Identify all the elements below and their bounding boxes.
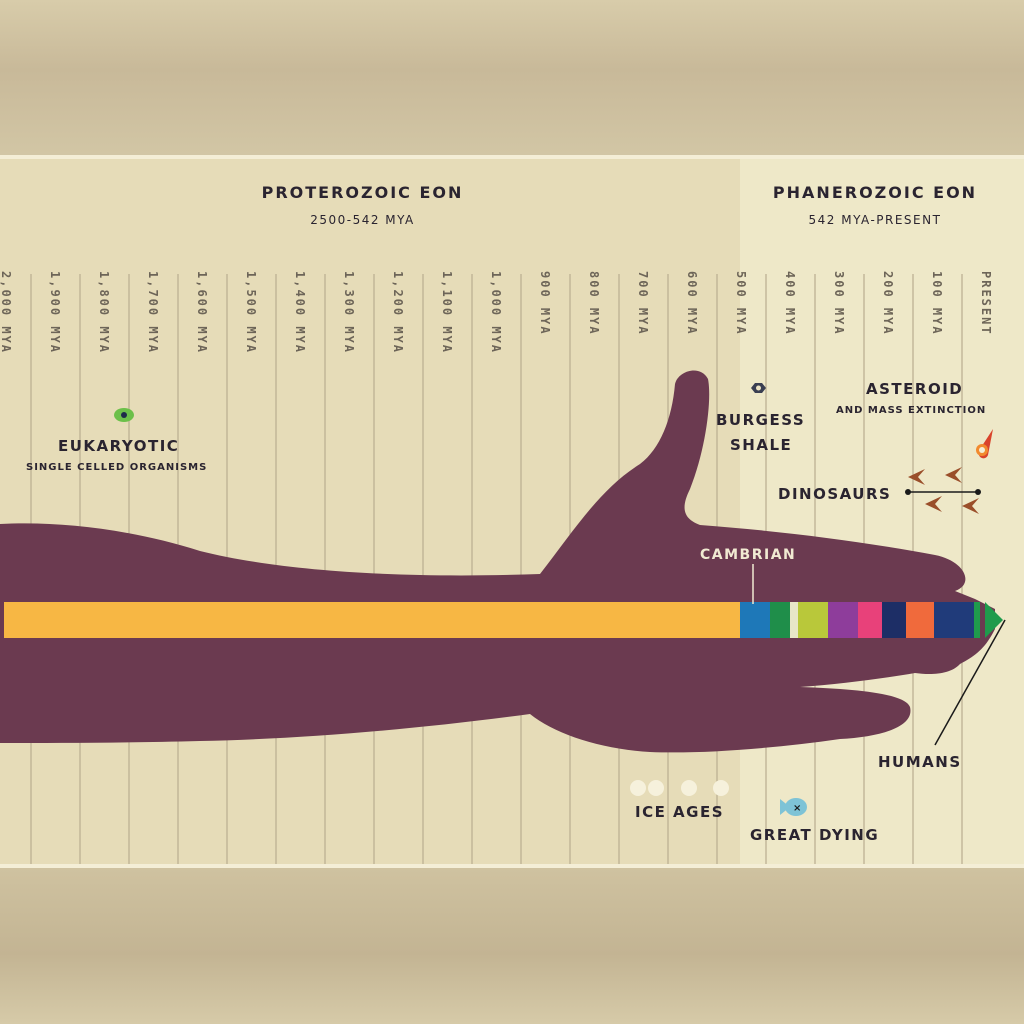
asteroid-icon bbox=[976, 429, 993, 459]
ice-ages-label: ICE AGES bbox=[635, 803, 725, 821]
dinosaurs-label: DINOSAURS bbox=[778, 485, 892, 503]
time-tick-label: 900 MYA bbox=[538, 271, 552, 336]
time-tick-label: 600 MYA bbox=[685, 271, 699, 336]
timeline-infographic: × PROTEROZOIC EON 2500-542 MYA PHANEROZO… bbox=[0, 155, 1024, 868]
phanerozoic-range: 542 MYA-PRESENT bbox=[808, 213, 942, 227]
period-band bbox=[790, 602, 798, 638]
period-band bbox=[740, 602, 770, 638]
time-tick-label: 300 MYA bbox=[832, 271, 846, 336]
time-tick-label: 1,300 MYA bbox=[342, 271, 356, 355]
time-tick-label: 800 MYA bbox=[587, 271, 601, 336]
time-tick-label: 700 MYA bbox=[636, 271, 650, 336]
time-tick-label: 1,000 MYA bbox=[489, 271, 503, 355]
time-tick-label: 400 MYA bbox=[783, 271, 797, 336]
proterozoic-range: 2500-542 MYA bbox=[310, 213, 415, 227]
time-tick-label: 1,800 MYA bbox=[97, 271, 111, 355]
burgess-label-line2: SHALE bbox=[730, 436, 793, 454]
dinosaurs-range-marker bbox=[905, 489, 981, 495]
time-tick-label: 1,400 MYA bbox=[293, 271, 307, 355]
time-tick-label: 100 MYA bbox=[930, 271, 944, 336]
proterozoic-band bbox=[4, 602, 740, 638]
humans-pointer bbox=[934, 619, 1006, 746]
cambrian-label: CAMBRIAN bbox=[700, 547, 797, 563]
ice-age-dots bbox=[630, 780, 729, 796]
proterozoic-title: PROTEROZOIC EON bbox=[261, 183, 464, 202]
eukaryotic-cell-icon bbox=[114, 408, 134, 422]
svg-text:×: × bbox=[793, 803, 801, 814]
time-tick-label: 1,500 MYA bbox=[244, 271, 258, 355]
time-tick-label: 1,200 MYA bbox=[391, 271, 405, 355]
great-dying-fish-icon: × bbox=[780, 798, 807, 816]
time-tick-label: 2,000 MYA bbox=[0, 271, 13, 355]
period-band bbox=[770, 602, 790, 638]
period-band bbox=[798, 602, 828, 638]
period-band bbox=[906, 602, 934, 638]
timeline-graphic: × bbox=[0, 274, 1006, 864]
period-band bbox=[934, 602, 974, 638]
period-band bbox=[974, 602, 980, 638]
humans-label: HUMANS bbox=[878, 753, 962, 771]
asteroid-sublabel: AND MASS EXTINCTION bbox=[836, 405, 987, 416]
phanerozoic-title: PHANEROZOIC EON bbox=[772, 183, 978, 202]
present-arrow-tip bbox=[985, 602, 1003, 638]
time-tick-label: 1,600 MYA bbox=[195, 271, 209, 355]
period-band bbox=[882, 602, 906, 638]
asteroid-label: ASTEROID bbox=[866, 380, 964, 398]
time-tick-label: 1,900 MYA bbox=[48, 271, 62, 355]
blurred-background-bottom bbox=[0, 868, 1024, 1024]
period-band bbox=[858, 602, 882, 638]
burgess-shale-icon bbox=[751, 383, 766, 393]
time-tick-label: 1,700 MYA bbox=[146, 271, 160, 355]
time-tick-label: 500 MYA bbox=[734, 271, 748, 336]
time-tick-label: 1,100 MYA bbox=[440, 271, 454, 355]
period-band bbox=[828, 602, 858, 638]
burgess-label-line1: BURGESS bbox=[716, 411, 806, 429]
eukaryotic-label: EUKARYOTIC bbox=[58, 437, 180, 455]
time-tick-label: PRESENT bbox=[979, 271, 993, 336]
hand-silhouette bbox=[0, 370, 995, 753]
eukaryotic-sublabel: SINGLE CELLED ORGANISMS bbox=[26, 462, 208, 473]
time-tick-label: 200 MYA bbox=[881, 271, 895, 336]
period-bands bbox=[740, 602, 980, 638]
dinosaur-bird-icons bbox=[908, 467, 979, 514]
great-dying-label: GREAT DYING bbox=[750, 826, 880, 844]
blurred-background-top bbox=[0, 0, 1024, 155]
